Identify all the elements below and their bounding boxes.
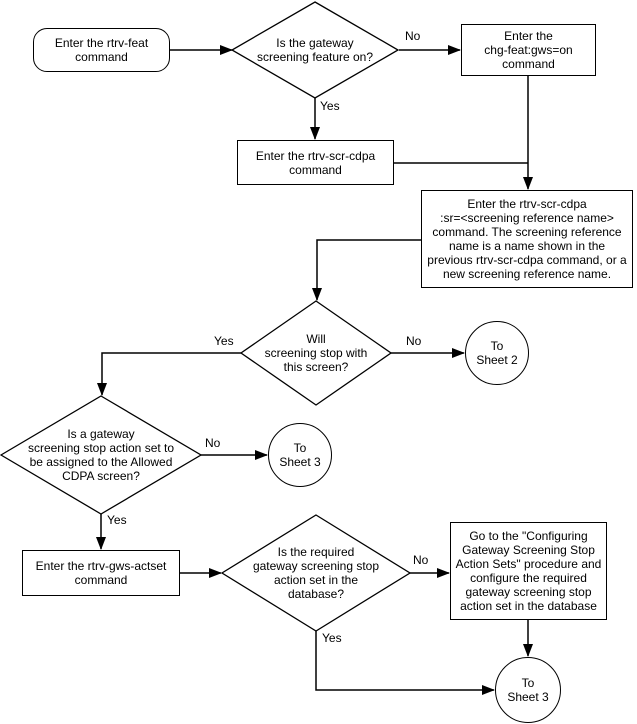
diamond-shape xyxy=(220,514,412,632)
node-enter-rtrv-feat: Enter the rtrv-feat command xyxy=(33,28,170,72)
label-actset-yes: Yes xyxy=(107,513,127,527)
label-gws-yes: Yes xyxy=(320,99,340,113)
connector-to-sheet-3-mid-label: To Sheet 3 xyxy=(279,441,321,469)
diamond-shape xyxy=(239,300,393,406)
edge-stop-yes-to-actset-question xyxy=(97,352,241,396)
node-enter-rtrv-feat-label: Enter the rtrv-feat command xyxy=(54,36,149,64)
connector-to-sheet-3-bottom: To Sheet 3 xyxy=(495,657,561,723)
node-enter-rtrv-gws-actset-label: Enter the rtrv-gws-actset command xyxy=(35,559,167,587)
node-enter-rtrv-scr-cdpa: Enter the rtrv-scr-cdpa command xyxy=(237,140,394,185)
node-configure-stop-action-sets-label: Go to the "Configuring Gateway Screening… xyxy=(455,529,602,613)
label-gws-no: No xyxy=(405,29,421,43)
connector-to-sheet-3-bottom-label: To Sheet 3 xyxy=(507,676,549,704)
edge-sr-box-to-stop-question xyxy=(312,239,421,301)
decision-action-set-in-database: Is the required gateway screening stop a… xyxy=(220,514,412,632)
decision-stop-action-set-assigned: Is a gateway screening stop action set t… xyxy=(0,395,203,515)
node-enter-rtrv-scr-cdpa-sr: Enter the rtrv-scr-cdpa :sr=<screening r… xyxy=(421,190,633,288)
node-enter-rtrv-gws-actset: Enter the rtrv-gws-actset command xyxy=(22,550,180,596)
label-stop-no: No xyxy=(406,334,422,348)
label-actset-no: No xyxy=(205,436,221,450)
decision-action-set-in-database-label: Is the required gateway screening stop a… xyxy=(252,545,380,601)
node-enter-chg-feat-gws-on: Enter the chg-feat:gws=on command xyxy=(461,24,596,76)
connector-to-sheet-2: To Sheet 2 xyxy=(465,321,529,385)
node-configure-stop-action-sets: Go to the "Configuring Gateway Screening… xyxy=(450,522,607,620)
decision-screening-stop-label: Will screening stop with this screen? xyxy=(264,332,368,374)
label-db-yes: Yes xyxy=(322,631,342,645)
diamond-shape xyxy=(230,1,400,99)
label-db-no: No xyxy=(413,553,429,567)
diamond-shape xyxy=(0,395,203,515)
node-enter-rtrv-scr-cdpa-label: Enter the rtrv-scr-cdpa command xyxy=(255,148,376,177)
decision-gws-feature-on-label: Is the gateway screening feature on? xyxy=(256,36,374,64)
decision-screening-stop: Will screening stop with this screen? xyxy=(239,300,393,406)
node-enter-chg-feat-gws-on-label: Enter the chg-feat:gws=on command xyxy=(484,29,573,71)
connector-to-sheet-2-label: To Sheet 2 xyxy=(476,339,518,367)
label-stop-yes: Yes xyxy=(214,334,234,348)
edge-db-yes-to-sheet3 xyxy=(315,631,495,695)
decision-gws-feature-on: Is the gateway screening feature on? xyxy=(230,1,400,99)
decision-stop-action-set-assigned-label: Is a gateway screening stop action set t… xyxy=(27,427,175,483)
node-enter-rtrv-scr-cdpa-sr-label: Enter the rtrv-scr-cdpa :sr=<screening r… xyxy=(427,197,627,281)
connector-to-sheet-3-mid: To Sheet 3 xyxy=(268,423,332,487)
